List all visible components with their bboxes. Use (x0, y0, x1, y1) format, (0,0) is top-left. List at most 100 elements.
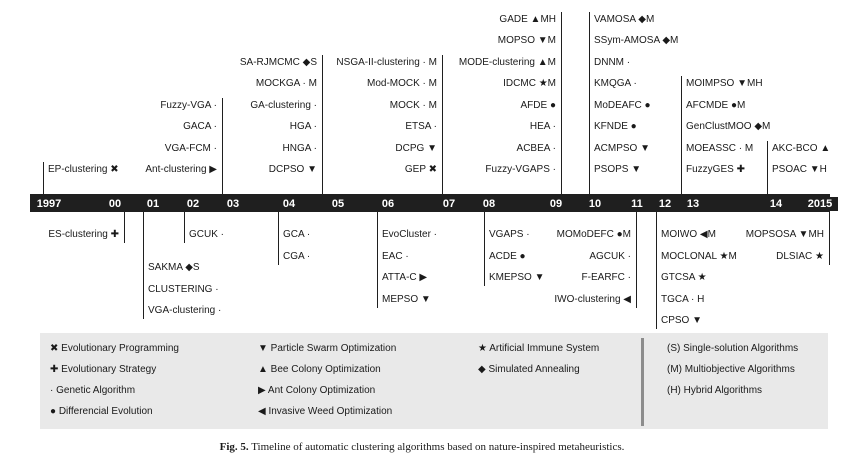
timeline-connector (322, 54, 323, 194)
year-label: 1997 (31, 197, 67, 211)
algorithm-label: VAMOSA ◆M (594, 13, 655, 25)
algorithm-label: GTCSA ★ (661, 272, 707, 283)
year-label: 00 (108, 198, 122, 210)
year-label: 01 (146, 198, 160, 210)
algorithm-label: GEP ✖ (404, 164, 437, 175)
year-label: 2015 (802, 197, 838, 211)
algorithm-label: DLSIAC ★ (776, 250, 824, 262)
algorithm-label: CLUSTERING · (148, 283, 219, 295)
algorithm-label: SA-RJMCMC ◆S (239, 56, 317, 68)
legend-entry: (M) Multiobjective Algorithms (667, 364, 795, 375)
algorithm-label: TGCA · H (661, 293, 705, 305)
algorithm-label: NSGA-II-clustering · M (336, 56, 437, 68)
legend-separator (641, 338, 644, 426)
year-label: 07 (442, 198, 456, 210)
algorithm-label: HNGA · (282, 142, 317, 154)
legend-entry: ◆ Simulated Annealing (478, 364, 580, 375)
legend-entry: (S) Single-solution Algorithms (667, 343, 799, 354)
algorithm-label: VGAPS · (489, 229, 530, 240)
algorithm-label: PSOPS ▼ (594, 164, 642, 175)
algorithm-label: DCPSO ▼ (268, 164, 317, 175)
algorithm-label: AKC-BCO ▲ (772, 142, 831, 154)
year-label: 11 (631, 198, 643, 210)
legend-entry: ✖ Evolutionary Programming (50, 343, 179, 354)
legend-entry: · Genetic Algorithm (50, 385, 136, 396)
year-label: 03 (226, 198, 240, 210)
algorithm-label: DCPG ▼ (395, 142, 437, 154)
year-label: 08 (482, 198, 496, 210)
timeline-bar (30, 194, 830, 212)
legend-entry: ◀ Invasive Weed Optimization (258, 406, 393, 417)
figure-caption: Fig. 5. Timeline of automatic clustering… (0, 441, 844, 453)
timeline-connector (589, 11, 590, 194)
algorithm-label: AFDE ● (520, 99, 557, 111)
year-label: 06 (381, 198, 395, 210)
algorithm-label: GCUK · (189, 229, 224, 240)
year-label: 09 (549, 198, 563, 210)
year-label: 02 (186, 198, 200, 210)
algorithm-label: DNNM · (594, 56, 631, 68)
algorithm-label: ATTA-C ▶ (382, 272, 428, 283)
algorithm-label: ES-clustering ✚ (48, 229, 119, 240)
timeline-connector (636, 212, 637, 308)
algorithm-label: VGA-clustering · (148, 305, 222, 316)
algorithm-label: GADE ▲MH (499, 13, 556, 25)
year-label: 10 (588, 198, 602, 210)
algorithm-label: GACA · (183, 121, 217, 132)
legend-entry: (H) Hybrid Algorithms (667, 385, 763, 396)
algorithm-label: MOIWO ◀M (661, 229, 716, 240)
algorithm-label: AFCMDE ●M (686, 99, 746, 111)
algorithm-label: HEA · (529, 121, 556, 132)
algorithm-label: PSOAC ▼H (772, 164, 827, 175)
algorithm-label: CGA · (283, 250, 311, 262)
year-label: 13 (681, 197, 705, 211)
algorithm-label: MOCKGA · M (255, 78, 317, 89)
algorithm-label: KMEPSO ▼ (489, 272, 545, 283)
algorithm-label: EAC · (382, 250, 409, 262)
algorithm-label: MEPSO ▼ (382, 293, 431, 305)
legend-entry: ★ Artificial Immune System (478, 343, 600, 354)
algorithm-label: F-EARFC · (581, 272, 631, 283)
algorithm-label: FuzzyGES ✚ (686, 164, 745, 175)
timeline-connector (656, 212, 657, 329)
algorithm-label: Fuzzy-VGAPS · (485, 164, 556, 175)
caption-text: Timeline of automatic clustering algorit… (251, 441, 625, 453)
algorithm-label: IDCMC ★M (503, 78, 556, 89)
legend-box (40, 333, 828, 429)
timeline-connector (278, 212, 279, 265)
legend-entry: ● Differencial Evolution (50, 406, 153, 417)
algorithm-label: ACDE ● (489, 250, 526, 262)
caption-label: Fig. 5. (219, 441, 249, 453)
algorithm-label: MOCK · M (389, 99, 437, 111)
algorithm-label: CPSO ▼ (661, 315, 703, 326)
algorithm-label: Ant-clustering ▶ (145, 164, 217, 175)
timeline-connector (184, 212, 185, 243)
legend-entry: ▲ Bee Colony Optimization (258, 364, 381, 375)
algorithm-label: KMQGA · (594, 78, 637, 89)
algorithm-label: ACBEA · (516, 142, 556, 154)
algorithm-label: EP-clustering ✖ (48, 164, 119, 175)
algorithm-label: SSym-AMOSA ◆M (594, 35, 679, 46)
algorithm-label: ETSA · (405, 121, 437, 132)
timeline-connector (124, 212, 125, 243)
algorithm-label: GenClustMOO ◆M (686, 121, 771, 132)
algorithm-label: EvoCluster · (382, 229, 438, 240)
timeline-connector (377, 212, 378, 308)
year-label: 14 (769, 198, 783, 210)
algorithm-label: MOPSOSA ▼MH (745, 229, 824, 240)
timeline-connector (484, 212, 485, 286)
algorithm-label: MOPSO ▼M (497, 35, 556, 46)
timeline-connector (143, 212, 144, 319)
timeline-connector (222, 97, 223, 194)
algorithm-label: ACMPSO ▼ (594, 142, 651, 154)
legend-entry: ✚ Evolutionary Strategy (50, 364, 157, 375)
algorithm-label: MOEASSC · M (686, 142, 754, 154)
algorithm-label: SAKMA ◆S (148, 262, 200, 273)
algorithm-label: GA-clustering · (250, 99, 317, 111)
algorithm-label: HGA · (289, 121, 317, 132)
algorithm-label: GCA · (283, 229, 311, 240)
timeline-connector (442, 54, 443, 194)
timeline-connector (767, 140, 768, 194)
timeline-connector (561, 11, 562, 194)
